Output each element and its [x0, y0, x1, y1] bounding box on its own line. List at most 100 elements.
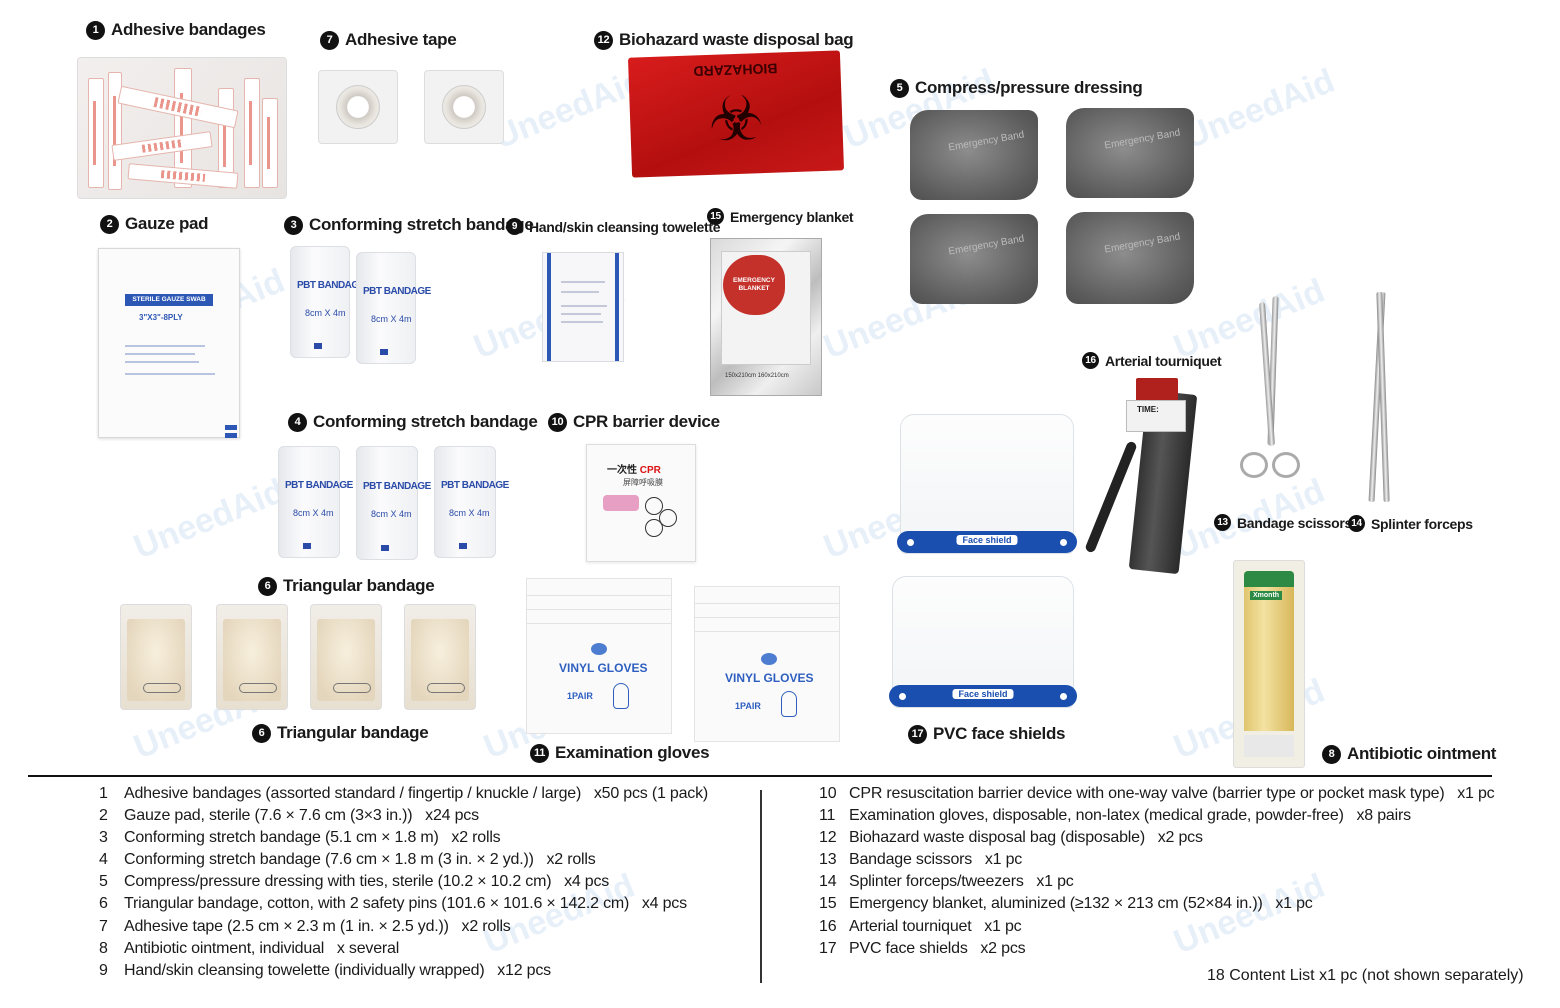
- label-adhesive-bandages: 1 Adhesive bandages: [86, 20, 266, 40]
- label-arterial-tourniquet: 16 Arterial tourniquet: [1082, 352, 1222, 369]
- label-splinter-forceps: 14 Splinter forceps: [1348, 515, 1473, 532]
- item-number-badge: 1: [86, 20, 105, 40]
- label-gauze-pad: 2 Gauze pad: [100, 214, 209, 234]
- cpr-subtitle: 屏障呼吸膜: [623, 478, 663, 487]
- divider-horizontal: [28, 775, 1492, 777]
- list-item-text: Antibiotic ointment, individual x severa…: [124, 939, 400, 957]
- list-item: 2 Gauze pad, sterile (7.6 × 7.6 cm (3×3 i…: [99, 805, 708, 827]
- dressing-text: Emergency Band: [947, 129, 1026, 154]
- watermark: UneedAid: [488, 61, 650, 157]
- label-emergency-blanket: 15 Emergency blanket: [707, 208, 854, 225]
- splinter-forceps-image: [1366, 291, 1396, 508]
- list-item-number: 3: [99, 829, 108, 847]
- label-text: Examination gloves: [555, 743, 710, 762]
- list-item-text: Triangular bandage, cotton, with 2 safet…: [124, 895, 687, 913]
- list-item-number: 10: [819, 785, 837, 802]
- label-text: Emergency blanket: [730, 208, 854, 225]
- biohazard-bag-text: BIOHAZARD: [693, 60, 778, 80]
- pbt-name: PBT BANDAGE: [441, 480, 509, 491]
- item-number-badge: 10: [548, 412, 567, 432]
- list-item: 3 Conforming stretch bandage (5.1 cm × 1.…: [99, 827, 708, 849]
- list-item-text: Adhesive tape (2.5 cm × 2.3 m (1 in. × 2…: [124, 917, 511, 935]
- list-item-text: Emergency blanket, aluminized (≥132 × 21…: [849, 895, 1313, 913]
- pbt-name: PBT BANDAGE: [285, 480, 353, 491]
- list-item-number: 5: [99, 873, 108, 891]
- item-number-badge: 2: [100, 214, 119, 234]
- item-number-badge: 6: [258, 576, 277, 596]
- list-item-text: Conforming stretch bandage (7.6 cm × 1.8…: [124, 851, 596, 869]
- pbt-size: 8cm X 4m: [293, 507, 334, 518]
- list-item-number: 16: [819, 917, 837, 935]
- label-text: PVC face shields: [933, 724, 1066, 743]
- towelette-image: [542, 252, 624, 362]
- label-text: Bandage scissors: [1237, 514, 1353, 531]
- blanket-sizes: 150x210cm 160x210cm: [725, 373, 789, 379]
- gloves-pair: 1PAIR: [735, 701, 761, 711]
- examination-gloves-image: VINYL GLOVES 1PAIR: [526, 578, 672, 734]
- pbt-name: PBT BANDAGE: [363, 286, 431, 297]
- adhesive-tape-image: [318, 70, 398, 144]
- list-item-number: 9: [99, 961, 108, 979]
- watermark: UneedAid: [1178, 61, 1340, 157]
- label-biohazard-bag: 12 Biohazard waste disposal bag: [594, 30, 854, 50]
- list-item-number: 17: [819, 939, 837, 957]
- list-item-number: 13: [819, 851, 837, 869]
- label-text: Hand/skin cleansing towelette: [529, 218, 721, 235]
- item-number-badge: 12: [594, 30, 613, 50]
- dressing-text: Emergency Band: [1103, 231, 1182, 256]
- examination-gloves-image: VINYL GLOVES 1PAIR: [694, 586, 840, 742]
- label-text: Antibiotic ointment: [1347, 744, 1497, 763]
- pbt-name: PBT BANDAGE: [297, 280, 365, 291]
- list-item-number: 2: [99, 807, 108, 825]
- list-item-text: Adhesive bandages (assorted standard / f…: [124, 785, 709, 802]
- list-item-text: Conforming stretch bandage (5.1 cm × 1.8…: [124, 829, 501, 847]
- list-item-text: Arterial tourniquet x1 pc: [849, 917, 1022, 935]
- label-text: Splinter forceps: [1371, 515, 1473, 532]
- list-item: 17 PVC face shields x2 pcs: [819, 938, 1494, 960]
- adhesive-tape-image: [424, 70, 504, 144]
- compress-dressing-image: Emergency Band: [910, 110, 1038, 200]
- item-number-badge: 13: [1214, 514, 1231, 531]
- item-number-badge: 11: [530, 743, 549, 763]
- face-shield-image: Face shield: [897, 414, 1077, 554]
- item-number-badge: 5: [890, 78, 909, 98]
- blanket-title: EMERGENCY BLANKET: [733, 277, 775, 292]
- stretch-bandage-roll: PBT BANDAGE 8cm X 4m: [278, 446, 353, 558]
- triangular-bandage-image: [216, 604, 288, 710]
- item-number-badge: 3: [284, 215, 303, 235]
- label-examination-gloves: 11 Examination gloves: [530, 743, 710, 763]
- label-triangular-bandage-bottom: 6 Triangular bandage: [252, 723, 429, 743]
- list-item: 13 Bandage scissors x1 pc: [819, 849, 1494, 871]
- label-compress-dressing: 5 Compress/pressure dressing: [890, 78, 1143, 98]
- label-text: CPR barrier device: [573, 412, 720, 431]
- list-item-text: Biohazard waste disposal bag (disposable…: [849, 829, 1203, 847]
- label-text: Biohazard waste disposal bag: [619, 30, 854, 49]
- face-shield-label: Face shield: [952, 689, 1014, 699]
- list-item-text: Gauze pad, sterile (7.6 × 7.6 cm (3×3 in…: [124, 807, 479, 825]
- list-item: 16 Arterial tourniquet x1 pc: [819, 916, 1494, 938]
- stretch-bandage-roll: PBT BANDAGE 8cm X 4m: [356, 446, 431, 560]
- item-number-badge: 14: [1348, 515, 1365, 532]
- list-item-text: Hand/skin cleansing towelette (individua…: [124, 961, 551, 979]
- list-item-text: PVC face shields x2 pcs: [849, 939, 1026, 957]
- label-text: Gauze pad: [125, 214, 209, 233]
- label-towelette: 9 Hand/skin cleansing towelette: [506, 218, 721, 235]
- label-stretch-bandage-3: 3 Conforming stretch bandage: [284, 215, 534, 235]
- biohazard-bag-image: BIOHAZARD ☣: [627, 50, 845, 178]
- cpr-title: 一次性 CPR: [607, 465, 661, 476]
- adhesive-bandages-image: [77, 57, 287, 199]
- pbt-size: 8cm X 4m: [305, 307, 346, 318]
- list-item-text: Bandage scissors x1 pc: [849, 851, 1023, 869]
- label-text: Triangular bandage: [283, 576, 435, 595]
- list-item-number: 11: [819, 807, 836, 825]
- gauze-header: STERILE GAUZE SWAB: [125, 294, 213, 306]
- label-text: Compress/pressure dressing: [915, 78, 1143, 97]
